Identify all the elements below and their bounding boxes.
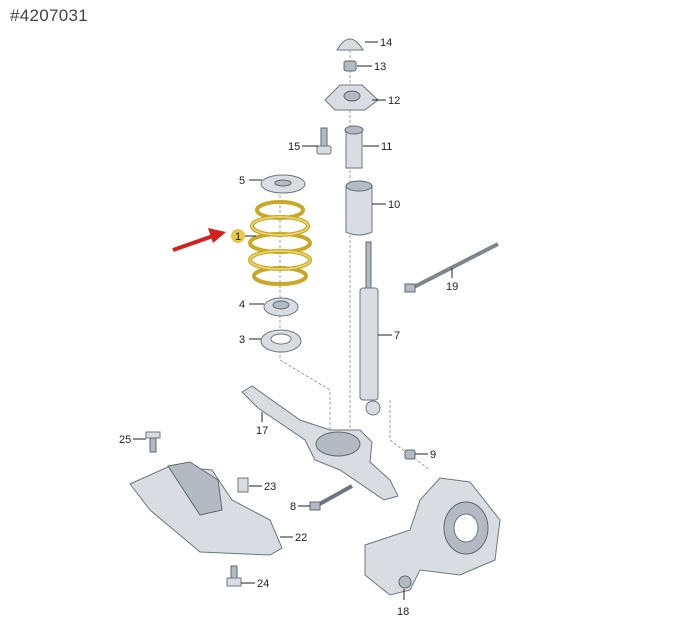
callout-1: 1 [231,229,256,243]
svg-text:8: 8 [290,501,296,513]
svg-text:1: 1 [235,231,241,243]
callout-11: 11 [363,141,392,153]
callout-10: 10 [372,199,400,211]
part-10-dust-cover [345,180,373,236]
part-3-lower-spring-seat [260,329,302,353]
svg-text:14: 14 [380,37,392,49]
part-17-control-arm [241,385,399,501]
svg-text:17: 17 [256,425,268,437]
callout-25: 25 [119,434,146,446]
part-11-bump-stop [344,125,364,169]
svg-text:19: 19 [446,281,458,293]
part-5-upper-spring-seat [260,174,306,194]
part-23-bushing [237,477,249,493]
part-24-bolt [226,565,242,587]
svg-text:15: 15 [288,141,300,153]
svg-text:25: 25 [119,434,131,446]
part-15-bolt [316,127,332,155]
guide-line [279,190,331,430]
reference-id: #4207031 [10,6,89,25]
part-18-wheel-bearing-housing [364,477,501,596]
part-19-cable-tie [404,242,499,293]
callout-23: 23 [249,481,276,493]
svg-text:22: 22 [295,532,307,544]
guide-line [389,400,431,471]
callout-15: 15 [288,141,318,153]
svg-text:4: 4 [239,299,245,311]
svg-text:12: 12 [388,95,400,107]
svg-text:10: 10 [388,199,400,211]
svg-text:7: 7 [394,330,400,342]
callout-12: 12 [372,95,400,107]
part-4-spring-pad [263,297,299,317]
part-22-underbody-shield [129,461,283,556]
part-7-shock-absorber [359,241,381,416]
svg-text:11: 11 [381,141,392,153]
callout-3: 3 [239,334,261,346]
callout-19: 19 [446,268,458,293]
part-14-cap [336,38,364,51]
callout-5: 5 [239,175,262,187]
callout-9: 9 [415,449,436,461]
part-12-top-mount [324,84,379,111]
callout-24: 24 [241,578,269,590]
part-8-bolt [309,484,353,511]
svg-text:24: 24 [257,578,269,590]
part-25-bolt [145,431,161,453]
callout-18: 18 [397,589,409,618]
callout-13: 13 [357,61,386,73]
red-arrow-icon [172,228,226,252]
svg-text:9: 9 [430,449,436,461]
callout-14: 14 [365,37,392,49]
svg-text:23: 23 [264,481,276,493]
part-13-nut [343,60,357,72]
svg-text:13: 13 [374,61,386,73]
svg-text:5: 5 [239,175,245,187]
callout-22: 22 [280,532,307,544]
callout-17: 17 [256,412,268,437]
callout-8: 8 [290,501,310,513]
highlight-badge [231,229,245,243]
svg-text:18: 18 [397,606,409,618]
part-1-coil-spring [248,200,312,286]
callout-7: 7 [378,330,400,342]
callout-4: 4 [239,299,264,311]
part-9-nut [404,449,416,460]
svg-text:3: 3 [239,334,245,346]
